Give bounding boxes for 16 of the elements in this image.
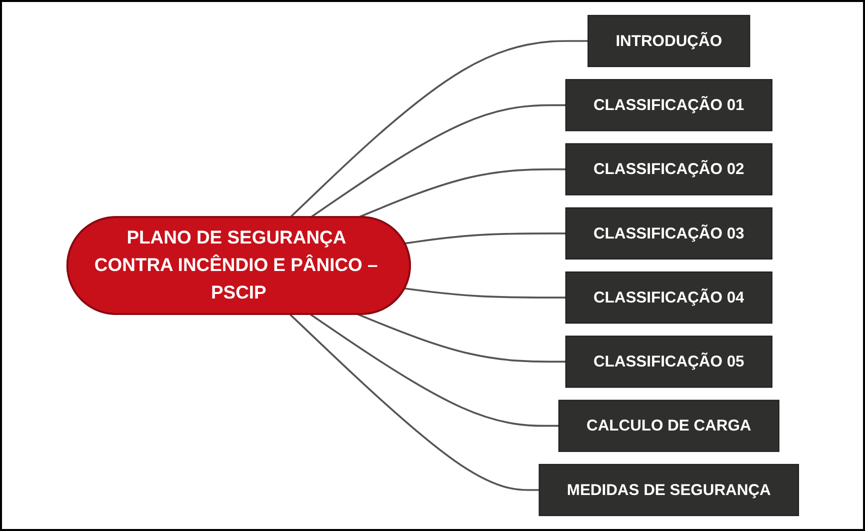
node-box: CLASSIFICAÇÃO 03 xyxy=(564,207,772,260)
connector xyxy=(309,104,566,218)
node-box: CLASSIFICAÇÃO 04 xyxy=(564,272,772,324)
node-box: CLASSIFICAÇÃO 05 xyxy=(564,336,772,388)
connector xyxy=(288,314,539,491)
connector xyxy=(309,314,558,427)
connector xyxy=(357,168,566,218)
connector xyxy=(404,232,566,244)
node-box: CALCULO DE CARGA xyxy=(558,400,779,452)
connector xyxy=(288,40,588,218)
node-box: CLASSIFICAÇÃO 01 xyxy=(564,79,772,132)
connector xyxy=(404,288,566,298)
node-box: MEDIDAS DE SEGURANÇA xyxy=(538,464,799,516)
connector xyxy=(357,314,566,363)
node-box: CLASSIFICAÇÃO 02 xyxy=(564,143,772,196)
node-box: INTRODUÇÃO xyxy=(587,14,750,68)
